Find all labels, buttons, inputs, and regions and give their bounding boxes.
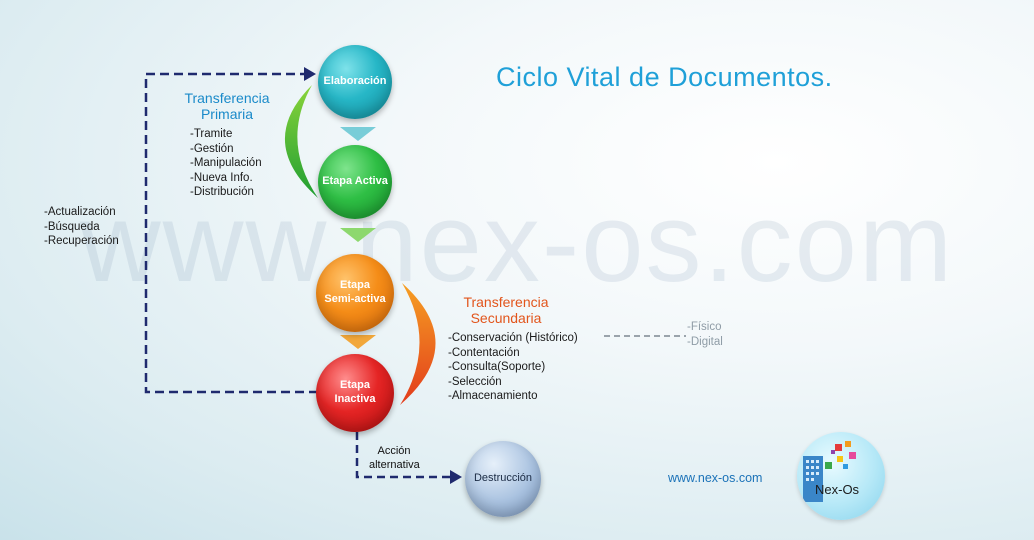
list-item: -Selección — [448, 375, 502, 388]
list-item: -Distribución — [190, 186, 254, 199]
loop-list: -Actualización -Búsqueda -Recuperación — [44, 205, 119, 249]
stage-destruccion: Destrucción — [465, 441, 541, 517]
logo-squares-icon — [825, 441, 856, 469]
primaria-title-line-1: Transferencia — [184, 90, 270, 106]
list-item: -Contentación — [448, 346, 520, 359]
stage-semi-activa: Etapa Semi-activa — [316, 254, 394, 332]
stage-activa: Etapa Activa — [318, 145, 392, 219]
accion-line-1: Acción — [377, 445, 411, 457]
stage-elaboracion-label: Elaboración — [323, 75, 387, 88]
nex-os-logo: Nex-Os — [797, 432, 885, 520]
logo-text: Nex-Os — [815, 482, 860, 497]
list-item: -Consulta(Soporte) — [448, 361, 546, 374]
list-item: -Almacenamiento — [448, 390, 538, 403]
secundaria-bracket-arc — [400, 283, 436, 405]
list-item: -Actualización — [44, 206, 116, 218]
list-item: -Conservación (Histórico) — [448, 332, 578, 344]
list-item: -Tramite — [190, 128, 233, 140]
secundaria-title: Transferencia Secundaria — [446, 294, 566, 326]
diagram-title: Ciclo Vital de Documentos. — [496, 62, 833, 92]
stage-inactiva-label-2: Inactiva — [334, 393, 376, 405]
primaria-title: Transferencia Primaria — [172, 90, 282, 122]
accion-line-2: alternativa — [369, 459, 420, 471]
primaria-list: -Tramite -Gestión -Manipulación -Nueva I… — [190, 127, 262, 200]
destruccion-arrowhead — [450, 470, 462, 484]
stage-semi-activa-label-1: Etapa — [340, 279, 370, 292]
list-item: -Nueva Info. — [190, 171, 253, 184]
list-item: -Recuperación — [44, 235, 119, 248]
website-link[interactable]: www.nex-os.com — [668, 471, 763, 485]
chevron-semi-inactiva — [340, 335, 376, 349]
list-item: -Manipulación — [190, 157, 262, 170]
stage-elaboracion: Elaboración — [318, 45, 392, 119]
stage-destruccion-label: Destrucción — [473, 472, 533, 485]
chevron-activa-semi — [340, 228, 376, 242]
list-item: -Búsqueda — [44, 220, 100, 233]
stage-semi-activa-label-2: Semi-activa — [324, 293, 386, 305]
stage-activa-label: Etapa Activa — [322, 175, 388, 188]
loop-connector — [144, 72, 318, 394]
list-item: -Digital — [687, 335, 723, 348]
accion-alternativa-label: Acción alternativa — [369, 444, 420, 472]
destruccion-connector — [355, 432, 452, 479]
stage-inactiva-label-1: Etapa — [340, 379, 370, 392]
primaria-title-line-2: Primaria — [200, 106, 254, 122]
stage-inactiva: Etapa Inactiva — [316, 354, 394, 432]
secundaria-title-line-2: Secundaria — [470, 310, 542, 326]
secundaria-list: -Conservación (Histórico) -Contentación … — [448, 331, 578, 404]
list-item: -Físico — [687, 321, 722, 333]
soporte-list: -Físico -Digital — [687, 320, 723, 349]
chevron-elab-activa — [340, 127, 376, 141]
secundaria-title-line-1: Transferencia — [463, 294, 549, 310]
loop-arrowhead — [304, 67, 316, 81]
list-item: -Gestión — [190, 142, 234, 155]
primaria-bracket-arc — [284, 85, 318, 198]
logo-building-icon — [803, 441, 856, 502]
